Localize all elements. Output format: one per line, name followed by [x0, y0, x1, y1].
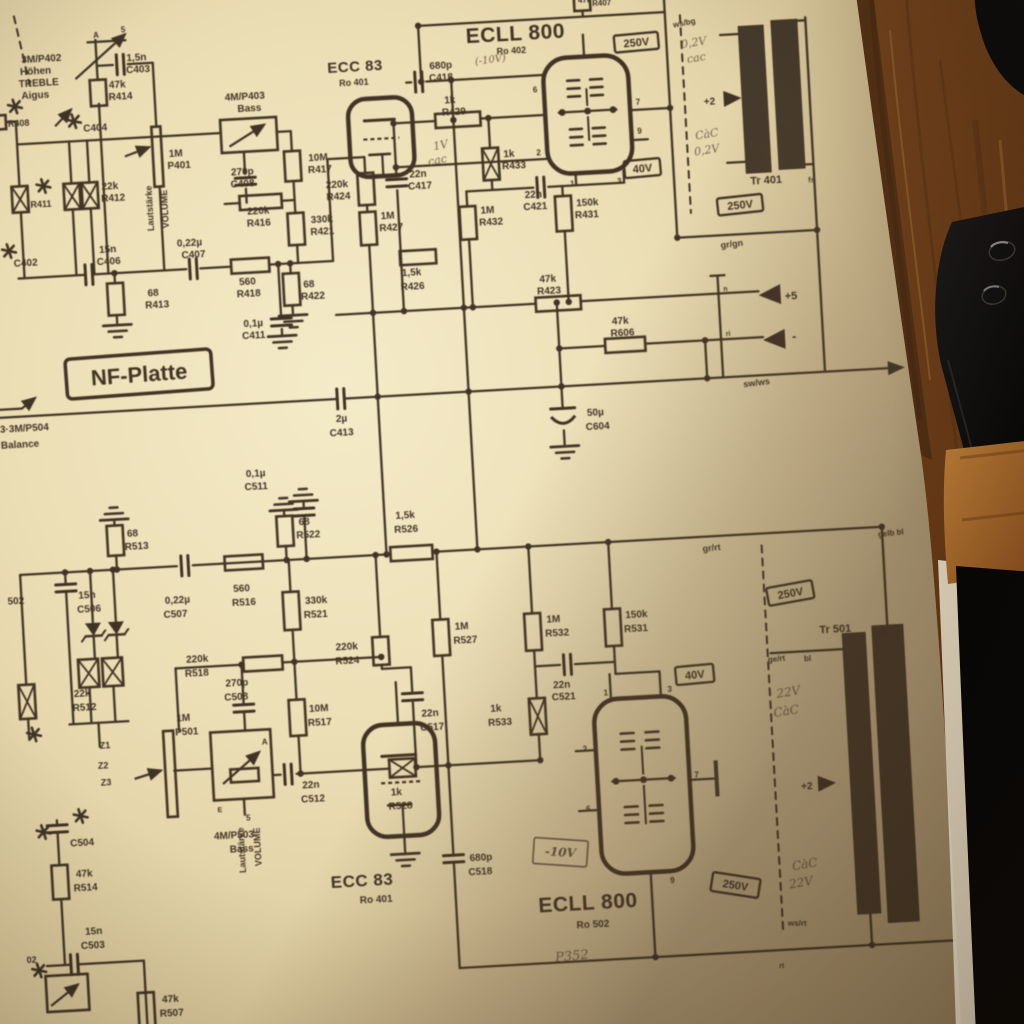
vignette-overlay: [0, 0, 1024, 1024]
photo-scene: NF-Platte250V250V40V250V40V250V-10V3M/P4…: [0, 0, 1024, 1024]
schematic-photo: NF-Platte250V250V40V250V40V250V-10V3M/P4…: [0, 0, 1024, 1024]
